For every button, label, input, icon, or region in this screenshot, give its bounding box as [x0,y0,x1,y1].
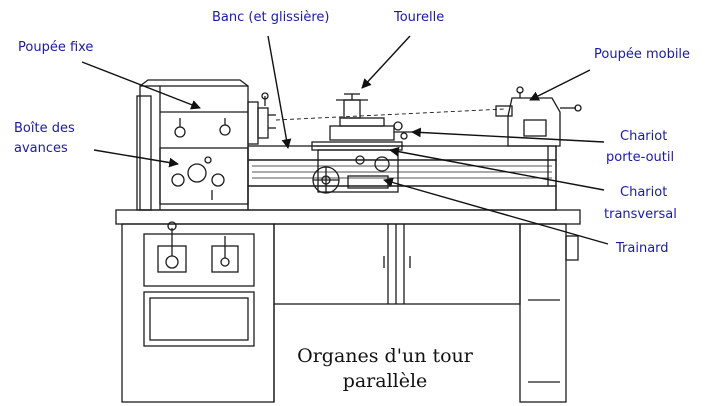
pointer-arrows [81,35,609,245]
slides [314,117,412,147]
tailstock [495,86,582,210]
label-poupee-fixe: Poupée fixe [18,40,94,55]
label-boite-line2: avances [14,141,68,156]
label-tourelle: Tourelle [394,10,445,25]
caption-line-2: parallèle [342,370,428,392]
spindle [247,92,276,145]
label-chariot-trans-line2: transversal [604,207,677,222]
label-banc: Banc (et glissière) [212,10,330,25]
tool-post [336,93,368,119]
label-boite-line1: Boîte des [14,121,75,136]
label-chariot-trans-line1: Chariot [620,185,668,200]
label-poupee-mobile: Poupée mobile [594,47,691,62]
label-chariot-porte-line1: Chariot [620,129,668,144]
bed [247,145,557,211]
headstock [136,79,249,211]
diagram-caption: Organes d'un tour parallèle [270,344,500,394]
cabinet-base [121,221,579,403]
label-chariot-porte-line2: porte-outil [606,150,675,165]
label-trainard: Trainard [616,241,669,256]
top-slab [115,209,581,225]
caption-line-1: Organes d'un tour [297,345,473,367]
feed-box [159,147,249,205]
